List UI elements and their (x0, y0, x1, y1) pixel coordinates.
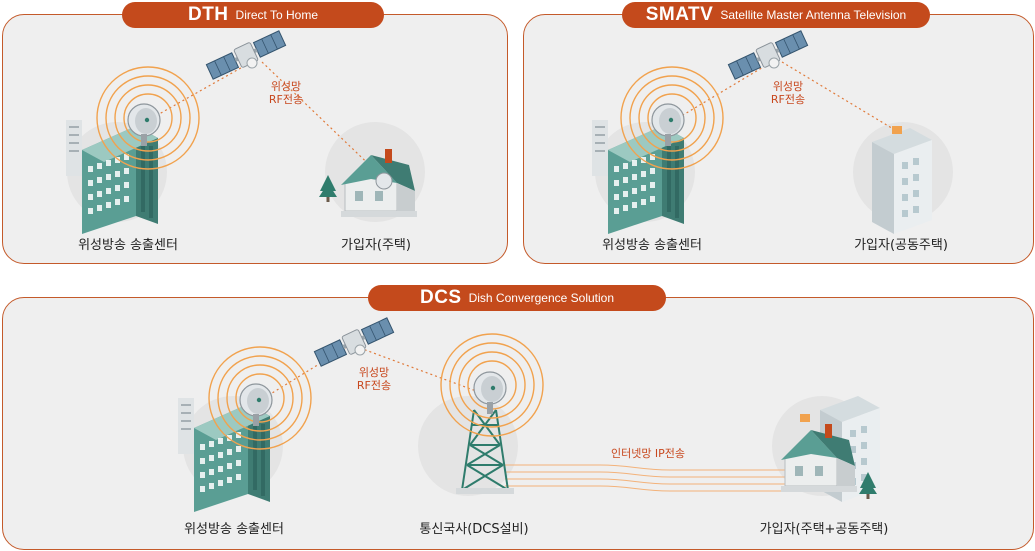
smatv-rf-link (677, 59, 776, 119)
dcs-satellite-icon (313, 315, 395, 369)
smatv-link-label-line1: 위성망 (772, 80, 804, 93)
dth-link-label-line2: RF전송 (268, 93, 304, 106)
smatv-abbr: SMATV (645, 4, 714, 25)
smatv-rooftop-dish-icon (892, 126, 902, 134)
dth-rf-link (151, 59, 256, 119)
dcs-source-caption: 위성방송 송출센터 (184, 522, 284, 537)
dth-house-dish-icon (375, 172, 393, 190)
smatv-link-label: 위성망 RF전송 (771, 80, 805, 106)
dth-link-label: 위성망 RF전송 (269, 80, 303, 106)
smatv-target-caption: 가입자(공동주택) (854, 238, 948, 253)
dcs-title-pill: DCS Dish Convergence Solution (368, 285, 666, 311)
smatv-full-name: Satellite Master Antenna Television (720, 8, 907, 22)
smatv-link-label-line2: RF전송 (770, 93, 806, 106)
dth-title-pill: DTH Direct To Home (122, 2, 384, 28)
dcs-middle-caption: 통신국사(DCS설비) (419, 522, 529, 537)
dcs-tower-icon (461, 409, 509, 491)
smatv-source-caption: 위성방송 송출센터 (602, 238, 702, 253)
smatv-satellite-icon (727, 28, 809, 82)
dth-source-caption: 위성방송 송출센터 (78, 238, 178, 253)
smatv-title-pill: SMATV Satellite Master Antenna Televisio… (622, 2, 930, 28)
dth-abbr: DTH (187, 4, 229, 25)
dcs-tower-base (456, 488, 514, 494)
dth-link-label-line1: 위성망 (270, 80, 302, 93)
dcs-link-label-line1: 위성망 (358, 366, 390, 379)
smatv-rf-link-2 (781, 61, 896, 131)
dcs-link-label: 위성망 RF전송 (357, 366, 391, 392)
dcs-full-name: Dish Convergence Solution (468, 291, 615, 305)
dth-target-caption: 가입자(주택) (341, 238, 411, 253)
smatv-apartment-icon (872, 128, 932, 234)
dcs-link-label-line2: RF전송 (356, 379, 392, 392)
dcs-abbr: DCS (419, 287, 462, 308)
dcs-ip-lines (505, 464, 790, 492)
dcs-rf-link (263, 344, 351, 399)
dcs-rf-link-2 (359, 347, 496, 399)
dcs-target-caption: 가입자(주택+공동주택) (759, 522, 889, 537)
dcs-ip-label: 인터넷망 IP전송 (610, 447, 686, 460)
dth-full-name: Direct To Home (235, 8, 319, 22)
dcs-rooftop-dish-icon (800, 414, 810, 422)
dth-rf-link-2 (261, 61, 381, 176)
